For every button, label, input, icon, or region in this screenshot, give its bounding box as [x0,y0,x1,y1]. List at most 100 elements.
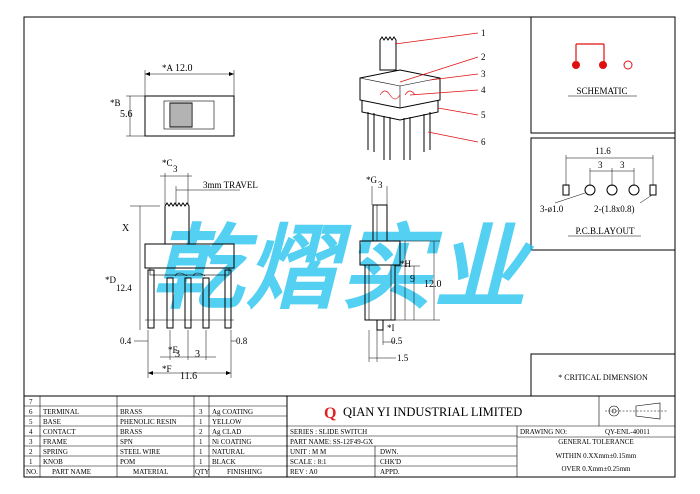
pcb-width: 11.6 [595,146,611,156]
dim-12: 12.0 [424,279,442,290]
schematic-panel [530,16,676,134]
dim-g-value: 3 [378,180,383,190]
svg-text:BASE: BASE [43,418,61,426]
pcb-layout: 11.6 3 3 3-ø1.0 2-(1.8x0.8) P.C.B.LAYOUT [540,146,657,237]
dim-b-value: 5.6 [120,109,133,120]
svg-text:YELLOW: YELLOW [212,418,242,426]
pcb-hole-b: 2-(1.8x0.8) [594,204,635,214]
bom-row: 4 CONTACT BRASS 2 Ag CLAD [29,428,241,436]
svg-text:2: 2 [29,448,33,456]
travel-label: 3mm TRAVEL [203,180,258,190]
callout-4: 4 [481,85,486,95]
pcb-hole-a: 3-ø1.0 [540,204,564,214]
top-view: *A 12.0 *B 5.6 [110,63,235,137]
svg-text:KNOB: KNOB [43,458,63,466]
dim-15: 1.5 [397,353,409,363]
dwn-label: DWN. [380,448,399,456]
callout-1: 1 [481,28,486,38]
bom-table: 7 6 TERMINAL BRASS 3 Ag COATING 5 BASE P… [23,395,288,478]
tolerance-title: GENERAL TOLERANCE [558,438,634,446]
svg-text:Ni COATING: Ni COATING [212,438,251,446]
callout-3: 3 [481,69,486,79]
tolerance-over: OVER 0.Xmm±0.25mm [562,465,632,473]
schematic: SCHEMATIC [568,43,637,97]
pcb-pitch-1: 3 [598,160,603,170]
dim-d-label: *D [105,275,117,285]
svg-text:Ag COATING: Ag COATING [212,408,253,416]
tolerance-within: WITHIN 0.XXmm±0.15mm [556,452,637,460]
unit: UNIT : M M [290,448,327,456]
x-label: X [122,223,130,234]
dim-g-label: *G [366,175,378,185]
pcb-panel [530,137,676,251]
pcb-pitch-2: 3 [620,160,625,170]
svg-text:NATURAL: NATURAL [212,448,245,456]
svg-text:1: 1 [199,418,203,426]
svg-text:SPN: SPN [120,438,133,446]
left-offset: 0.4 [120,336,132,346]
watermark: 乾熠实业 [152,218,535,320]
appd-label: APPD. [380,468,400,476]
dim-05: 0.5 [391,336,403,346]
svg-text:FINISHING: FINISHING [227,468,262,476]
pitch-2: 3 [195,349,200,360]
dim-c-value: 3 [173,164,178,174]
dim-f-value: 11.6 [180,371,197,382]
svg-text:POM: POM [120,458,136,466]
schematic-title: SCHEMATIC [576,86,627,96]
dim-i-label: *I [387,323,395,333]
company-logo: Q [324,405,336,422]
right-offset: 0.8 [236,336,248,346]
dim-a-value: 12.0 [175,63,193,74]
pitch-1: 3 [175,349,180,360]
part-name: PART NAME: SS-12F49-GX [290,438,373,446]
series: SERIES : SLIDE SWITCH [290,428,367,436]
side-view: *G 3 *H 9 12.0 *I 0.5 1.5 [359,175,442,363]
bom-row: 6 TERMINAL BRASS 3 Ag COATING [29,408,253,416]
svg-text:4: 4 [29,428,33,436]
callout-6: 6 [481,137,486,147]
svg-text:3: 3 [199,408,203,416]
critical-dimension-note: * CRITICAL DIMENSION [558,373,648,382]
svg-text:BRASS: BRASS [120,428,142,436]
isometric-view: 1 2 3 4 5 6 [359,28,486,160]
svg-text:SPRING: SPRING [43,448,68,456]
dim-f-label: *F [162,364,172,374]
bom-header: NO. PART NAME MATERIAL QTY FINISHING [26,468,262,476]
projection-symbol [605,402,668,420]
svg-text:5: 5 [29,418,33,426]
svg-text:CONTACT: CONTACT [43,428,76,436]
svg-text:STEEL WIRE: STEEL WIRE [120,448,160,456]
svg-text:MATERIAL: MATERIAL [133,468,168,476]
dim-c-label: *C [162,158,173,168]
svg-text:1: 1 [199,438,203,446]
callout-2: 2 [481,52,486,62]
svg-text:Ag CLAD: Ag CLAD [212,428,241,436]
svg-text:6: 6 [29,408,33,416]
bom-row: 2 SPRING STEEL WIRE 1 NATURAL [29,448,245,456]
bom-row: 1 KNOB POM 1 BLACK [29,458,236,466]
svg-text:PHENOLIC RESIN: PHENOLIC RESIN [120,418,177,426]
svg-text:QTY: QTY [195,468,209,476]
front-view: *C 3 3mm TRAVEL X *D 12.4 *E 3 3 0 [105,158,258,382]
dim-e-label: *E [168,345,179,355]
svg-text:2: 2 [199,428,203,436]
dim-d-value: 12.4 [116,283,132,293]
title-block: Q QIAN YI INDUSTRIAL LIMITED DRAWING NO:… [286,395,676,478]
callout-5: 5 [481,110,486,120]
rev: REV : A0 [290,468,318,476]
company-name: QIAN YI INDUSTRIAL LIMITED [343,405,522,419]
bom-row: 7 [29,398,33,406]
dim-h-label: *H [400,259,412,269]
svg-text:NO.: NO. [26,468,38,476]
svg-text:PART NAME: PART NAME [52,468,91,476]
dim-b-label: *B [110,98,121,108]
svg-text:FRAME: FRAME [43,438,67,446]
drawing-no-label: DRAWING NO: [520,428,567,436]
pcb-title: P.C.B.LAYOUT [576,226,635,236]
svg-text:1: 1 [199,448,203,456]
bom-row: 3 FRAME SPN 1 Ni COATING [29,438,251,446]
svg-text:BLACK: BLACK [212,458,236,466]
